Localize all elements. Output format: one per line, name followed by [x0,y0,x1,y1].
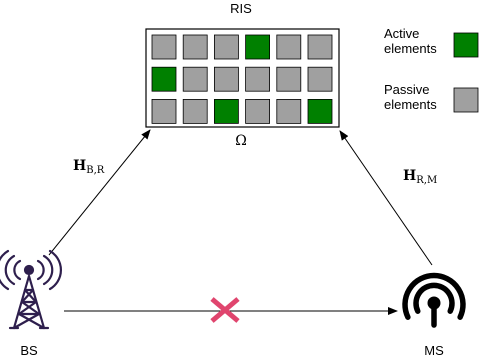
channel-rm-main: H [403,168,416,184]
ris-panel [145,28,340,128]
ris-element-passive-r1-c2 [182,34,208,60]
legend-passive-label-line2: elements [384,97,437,112]
ris-element-passive-r1-c3 [213,34,239,60]
cell-tower-icon [0,249,63,330]
ris-element-grid [151,34,333,124]
ris-element-active-r3-c3 [213,99,239,124]
ris-element-active-r1-c4 [245,34,271,60]
ris-element-passive-r3-c1 [151,99,177,124]
channel-br-sub: B,R [86,165,105,176]
ris-element-passive-r3-c2 [182,99,208,124]
legend-active-label-line1: Active [384,26,419,41]
legend-passive-swatch [453,87,479,113]
channel-rm-sub: R,M [416,175,437,186]
ris-element-passive-r3-c5 [276,99,302,124]
legend-active-label-line2: elements [384,41,437,56]
ms-label: MS [424,343,444,358]
ris-element-active-r2-c1 [151,66,177,92]
ris-element-active-r3-c6 [307,99,333,124]
cross-icon [210,297,240,323]
ris-element-passive-r2-c2 [182,66,208,92]
legend-active-swatch [453,32,479,58]
ris-element-passive-r2-c5 [276,66,302,92]
ris-element-passive-r3-c4 [245,99,271,124]
ris-element-passive-r1-c1 [151,34,177,60]
channel-br-main: H [73,158,86,174]
bs-label: BS [20,343,38,358]
arrow-bs-to-ris [48,129,151,256]
ris-element-passive-r1-c6 [307,34,333,60]
arrow-ms-to-ris [339,130,433,266]
wireless-signal-icon [402,272,466,328]
ris-element-passive-r2-c6 [307,66,333,92]
ris-element-passive-r2-c3 [213,66,239,92]
ris-title: RIS [230,1,252,16]
ris-region-symbol: Ω [235,133,247,149]
channel-rm-label: HR,M [403,168,437,186]
ris-element-passive-r2-c4 [245,66,271,92]
legend-passive-label-line1: Passive [384,82,430,97]
ris-element-passive-r1-c5 [276,34,302,60]
channel-br-label: HB,R [73,158,105,176]
